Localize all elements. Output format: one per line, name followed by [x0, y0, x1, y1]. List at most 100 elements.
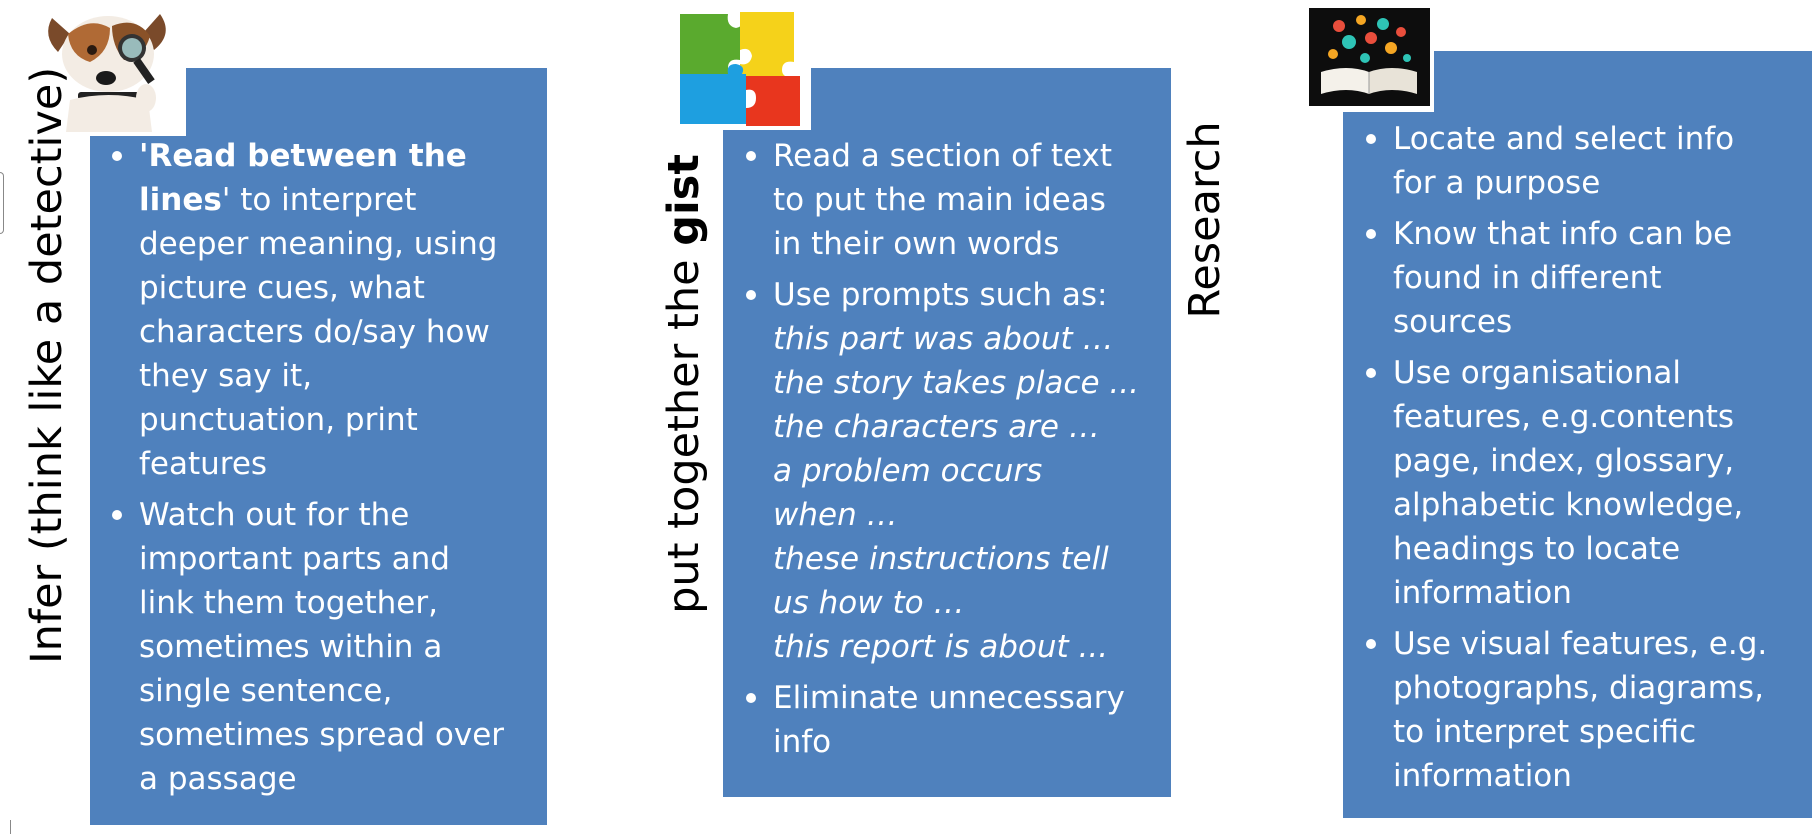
bullet-line: in their own words [773, 222, 1165, 266]
bullet-text: lines [139, 182, 222, 218]
bullet-text: ' to interpret [221, 182, 417, 218]
bullet-text: 'Read between the [139, 138, 467, 174]
bullet-item: Read a section of text to put the main id… [735, 134, 1165, 266]
bullet-text: in their own words [773, 226, 1060, 262]
bullet-line: Locate and select info [1393, 117, 1810, 161]
bullet-line: a passage [139, 757, 541, 801]
bullet-text: the story takes place ... [773, 365, 1139, 401]
bullet-line: information [1393, 754, 1810, 798]
bullet-text: photographs, diagrams, [1393, 670, 1764, 706]
bullet-text: Watch out for the [139, 497, 410, 533]
bullet-line: characters do/say how [139, 310, 541, 354]
bullet-line: features [139, 442, 541, 486]
bullet-line: information [1393, 571, 1810, 615]
bullet-text: link them together, [139, 585, 438, 621]
bullet-text: information [1393, 575, 1572, 611]
bullet-item: Locate and select info for a purpose [1355, 117, 1810, 205]
bullet-text: sometimes within a [139, 629, 443, 665]
infer-panel: 'Read between the lines' to interpret deep… [90, 68, 547, 825]
bullet-item: Use prompts such as: this part was about … [735, 273, 1165, 669]
bullet-line: photographs, diagrams, [1393, 666, 1810, 710]
bullet-text: the characters are … [773, 409, 1100, 445]
bullet-line: deeper meaning, using [139, 222, 541, 266]
bullet-text: this report is about ... [773, 629, 1109, 665]
bullet-text: when … [773, 497, 898, 533]
left-edge-marker [0, 172, 4, 234]
bullet-text: a passage [139, 761, 297, 797]
bullet-text: a problem occurs [773, 453, 1043, 489]
gist-panel: Read a section of text to put the main id… [723, 68, 1171, 797]
bullet-line: these instructions tell [773, 537, 1165, 581]
bullet-text: important parts and [139, 541, 450, 577]
bullet-line: to put the main ideas [773, 178, 1165, 222]
bullet-line: Use organisational [1393, 351, 1810, 395]
bullet-item: Know that info can be found in different s… [1355, 212, 1810, 344]
bullet-line: sources [1393, 300, 1810, 344]
bullet-item: Use organisational features, e.g.contents… [1355, 351, 1810, 615]
bottom-edge-marker [10, 820, 11, 834]
bullet-line: important parts and [139, 537, 541, 581]
bullet-text: characters do/say how [139, 314, 490, 350]
bullet-item: Use visual features, e.g. photographs, di… [1355, 622, 1810, 798]
research-heading-text: Research [1180, 121, 1230, 319]
bullet-line: Watch out for the [139, 493, 541, 537]
bullet-line: 'Read between the [139, 134, 541, 178]
bullet-text: single sentence, [139, 673, 393, 709]
bullet-line: picture cues, what [139, 266, 541, 310]
bullet-line: for a purpose [1393, 161, 1810, 205]
gist-heading-bold: gist [659, 154, 709, 246]
open-book-icon [1309, 8, 1430, 106]
infer-bullets: 'Read between the lines' to interpret deep… [101, 134, 541, 808]
gist-bullets: Read a section of text to put the main id… [735, 134, 1165, 771]
bullet-text: features, e.g.contents [1393, 399, 1735, 435]
bullet-line: headings to locate [1393, 527, 1810, 571]
infer-heading: Infer (think like a detective) [22, 67, 82, 664]
bullet-item: Watch out for the important parts and link… [101, 493, 541, 801]
bullet-text: they say it, [139, 358, 313, 394]
bullet-line: info [773, 720, 1165, 764]
gist-heading: put together the gist [659, 144, 719, 624]
bullet-line: Know that info can be [1393, 212, 1810, 256]
bullet-text: punctuation, print [139, 402, 418, 438]
bullet-item: 'Read between the lines' to interpret deep… [101, 134, 541, 486]
bullet-line: sometimes spread over [139, 713, 541, 757]
research-heading: Research [1180, 120, 1240, 320]
bullet-text: to put the main ideas [773, 182, 1106, 218]
bullet-text: Read a section of text [773, 138, 1113, 174]
bullet-text: Use organisational [1393, 355, 1682, 391]
bullet-text: Know that info can be [1393, 216, 1733, 252]
bullet-text: deeper meaning, using [139, 226, 498, 262]
bullet-text: sometimes spread over [139, 717, 505, 753]
bullet-line: lines' to interpret [139, 178, 541, 222]
bullet-text: us how to … [773, 585, 965, 621]
bullet-line: sometimes within a [139, 625, 541, 669]
bullet-text: alphabetic knowledge, [1393, 487, 1744, 523]
bullet-text: Use prompts such as: [773, 277, 1108, 313]
bullet-line: single sentence, [139, 669, 541, 713]
bullet-text: Locate and select info [1393, 121, 1735, 157]
bullet-line: features, e.g.contents [1393, 395, 1810, 439]
bullet-text: found in different [1393, 260, 1662, 296]
infer-heading-text: Infer (think like a detective) [22, 66, 72, 664]
bullet-text: this part was about … [773, 321, 1114, 357]
bullet-text: features [139, 446, 268, 482]
bullet-line: Read a section of text [773, 134, 1165, 178]
bullet-line: this part was about … [773, 317, 1165, 361]
bullet-text: info [773, 724, 832, 760]
bullet-text: for a purpose [1393, 165, 1601, 201]
jigsaw-puzzle-icon [676, 8, 804, 126]
bullet-line: they say it, [139, 354, 541, 398]
bullet-text: picture cues, what [139, 270, 425, 306]
bullet-text: these instructions tell [773, 541, 1109, 577]
bullet-line: page, index, glossary, [1393, 439, 1810, 483]
bullet-line: alphabetic knowledge, [1393, 483, 1810, 527]
bullet-line: to interpret specific [1393, 710, 1810, 754]
bullet-line: this report is about ... [773, 625, 1165, 669]
bullet-text: sources [1393, 304, 1513, 340]
bullet-line: link them together, [139, 581, 541, 625]
bullet-line: Use visual features, e.g. [1393, 622, 1810, 666]
bullet-line: punctuation, print [139, 398, 541, 442]
